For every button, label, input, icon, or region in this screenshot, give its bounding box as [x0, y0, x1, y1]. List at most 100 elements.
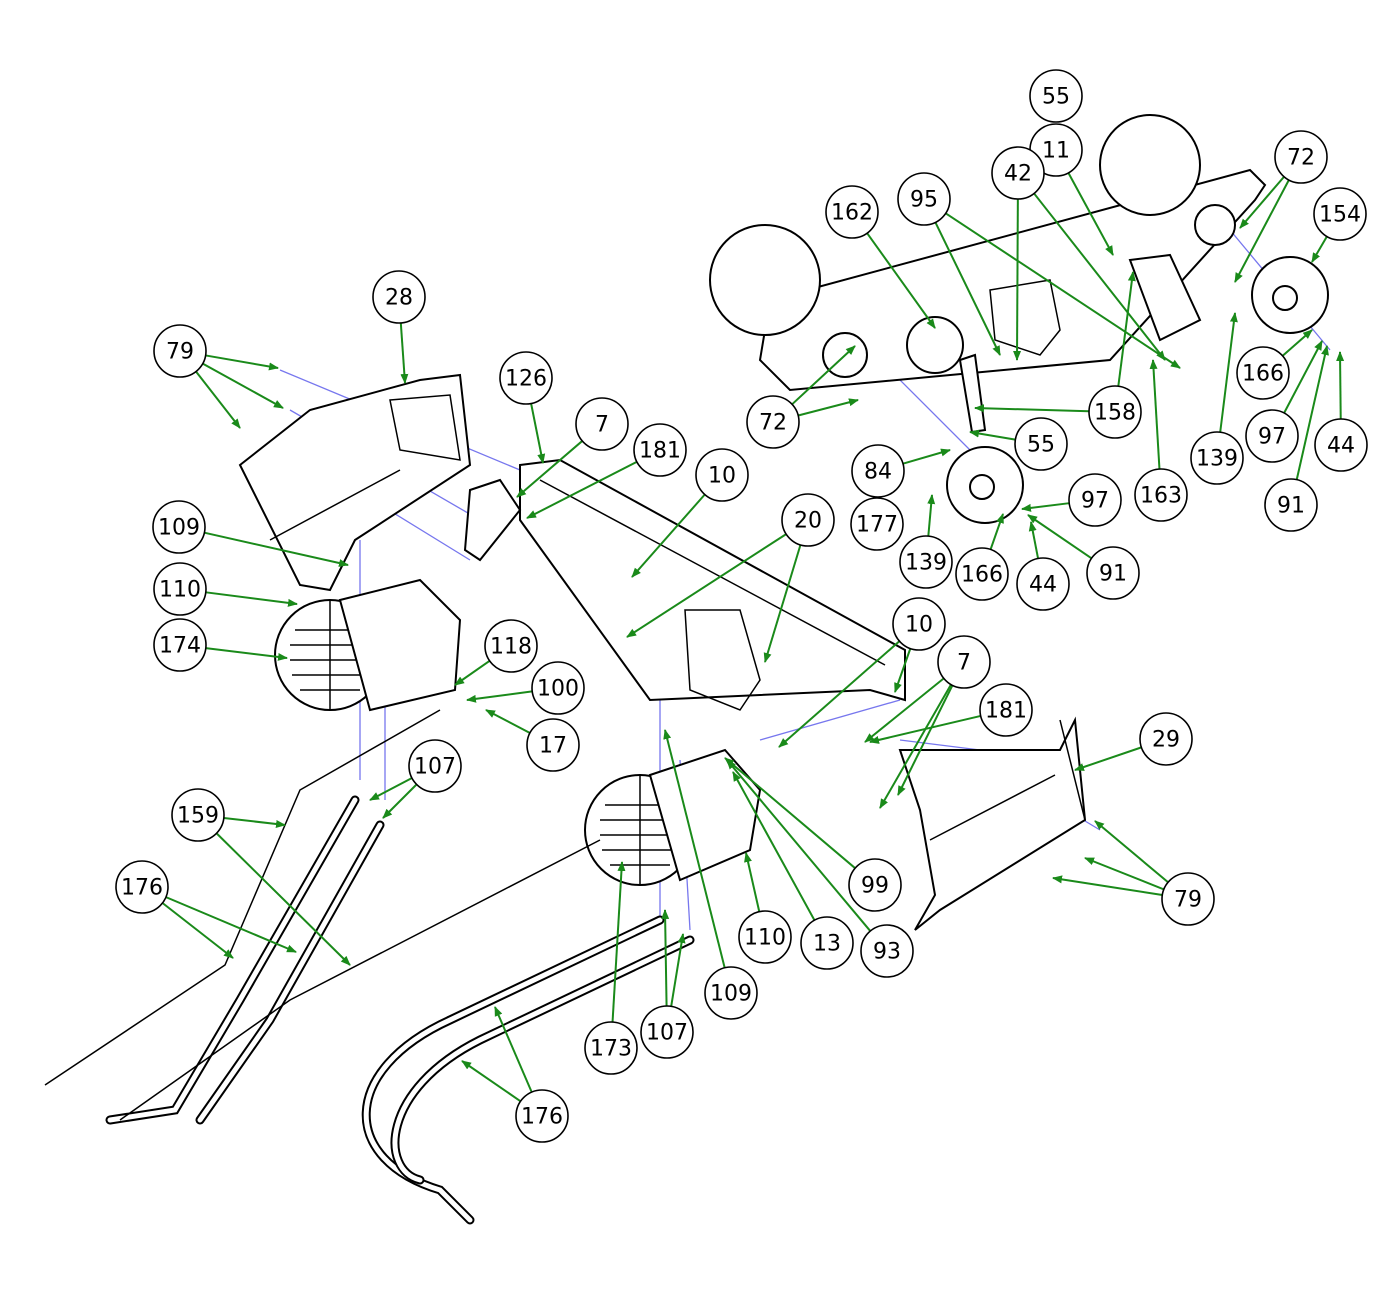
leader-arrow — [1013, 198, 1022, 361]
callout-bubble: 13 — [800, 916, 854, 970]
leader-arrow — [485, 709, 531, 734]
leader-arrow — [763, 544, 802, 663]
callout-number: 110 — [159, 578, 201, 603]
callout-number: 110 — [744, 926, 786, 951]
callout-number: 166 — [1242, 362, 1284, 387]
callout-circle — [704, 966, 758, 1020]
leader-arrow — [466, 690, 533, 703]
leader-arrow — [1084, 857, 1165, 891]
callout-circle — [955, 547, 1009, 601]
callout-bubble: 42 — [991, 146, 1045, 200]
callout-number: 176 — [121, 876, 163, 901]
callout-number: 99 — [861, 874, 889, 899]
leader-arrow — [670, 933, 686, 1007]
leader-arrow — [1021, 502, 1070, 512]
callout-circle — [153, 324, 207, 378]
callout-bubble: 91 — [1086, 546, 1140, 600]
callout-bubble: 174 — [153, 618, 207, 672]
callout-bubble: 7 — [575, 397, 629, 451]
left-shield — [238, 373, 472, 592]
callout-circle — [372, 270, 426, 324]
leader-arrow — [974, 404, 1090, 413]
leader-arrow — [945, 212, 1181, 369]
callout-circle — [892, 597, 946, 651]
leader-arrow — [204, 531, 349, 567]
callout-bubble: 110 — [738, 910, 792, 964]
leader-arrow — [797, 398, 859, 417]
callout-circle — [584, 1021, 638, 1075]
callout-circle — [152, 500, 206, 554]
leader-arrow — [879, 684, 952, 809]
callout-circle — [153, 562, 207, 616]
leader-arrow — [724, 757, 856, 869]
callout-number: 158 — [1094, 401, 1136, 426]
left-motor — [274, 578, 462, 712]
leader-arrow — [661, 909, 670, 1007]
callout-circle — [640, 1005, 694, 1059]
leader-arrow — [1027, 514, 1093, 560]
callout-bubble: 158 — [1088, 385, 1142, 439]
callout-bubble: 139 — [1190, 431, 1244, 485]
callout-bubble: 7 — [937, 635, 991, 689]
callout-circle — [979, 683, 1033, 737]
callout-circle — [937, 635, 991, 689]
leader-arrow — [461, 1060, 522, 1103]
leader-arrow — [611, 861, 626, 1023]
hoses — [44, 709, 695, 1225]
callout-bubble: 97 — [1068, 473, 1122, 527]
leader-arrow — [530, 403, 546, 464]
callout-circle — [991, 146, 1045, 200]
callout-number: 17 — [539, 734, 567, 759]
callout-circle — [1313, 187, 1367, 241]
leader-arrow — [732, 771, 816, 921]
callout-number: 100 — [537, 677, 579, 702]
callout-number: 154 — [1319, 203, 1361, 228]
leader-arrow — [1067, 172, 1114, 256]
callout-bubble: 100 — [531, 661, 585, 715]
callout-number: 84 — [864, 460, 892, 485]
callout-bubble: 107 — [408, 739, 462, 793]
leader-arrow — [1094, 820, 1169, 884]
callout-circle — [1190, 431, 1244, 485]
callout-bubble: 72 — [746, 395, 800, 449]
callout-circle — [526, 718, 580, 772]
callout-number: 95 — [910, 188, 938, 213]
callout-number: 162 — [831, 201, 873, 226]
callout-number: 174 — [159, 634, 201, 659]
callout-number: 173 — [590, 1037, 632, 1062]
leader-arrow — [934, 221, 1001, 356]
callout-circle — [1161, 872, 1215, 926]
leader-arrow — [1283, 340, 1323, 414]
callout-number: 72 — [1287, 146, 1315, 171]
callout-bubble: 44 — [1314, 418, 1368, 472]
callout-bubble: 95 — [897, 172, 951, 226]
callout-circle — [1274, 130, 1328, 184]
callout-circle — [531, 661, 585, 715]
callout-number: 109 — [158, 516, 200, 541]
right-shield — [898, 716, 1087, 931]
callout-bubble: 97 — [1245, 409, 1299, 463]
callout-bubble: 107 — [640, 1005, 694, 1059]
callout-circle — [575, 397, 629, 451]
callout-number: 91 — [1277, 494, 1305, 519]
callout-number: 107 — [646, 1021, 688, 1046]
leader-arrow — [1117, 271, 1136, 387]
callout-circle — [1088, 385, 1142, 439]
leader-arrows — [161, 172, 1345, 1103]
callout-circle — [515, 1089, 569, 1143]
leader-arrow — [161, 902, 234, 959]
callout-number: 20 — [794, 509, 822, 534]
leader-arrow — [894, 648, 912, 693]
leader-arrow — [744, 852, 761, 912]
callout-number: 126 — [505, 367, 547, 392]
leader-arrow — [1281, 329, 1313, 357]
leader-arrow — [399, 322, 409, 384]
leader-arrow — [1149, 359, 1161, 470]
callout-number: 42 — [1004, 162, 1032, 187]
callout-bubble: 154 — [1313, 187, 1367, 241]
leader-arrow — [165, 896, 297, 953]
callout-bubble: 20 — [781, 493, 835, 547]
leader-arrow — [1052, 875, 1163, 896]
callout-circle — [1016, 557, 1070, 611]
callout-bubble: 28 — [372, 270, 426, 324]
